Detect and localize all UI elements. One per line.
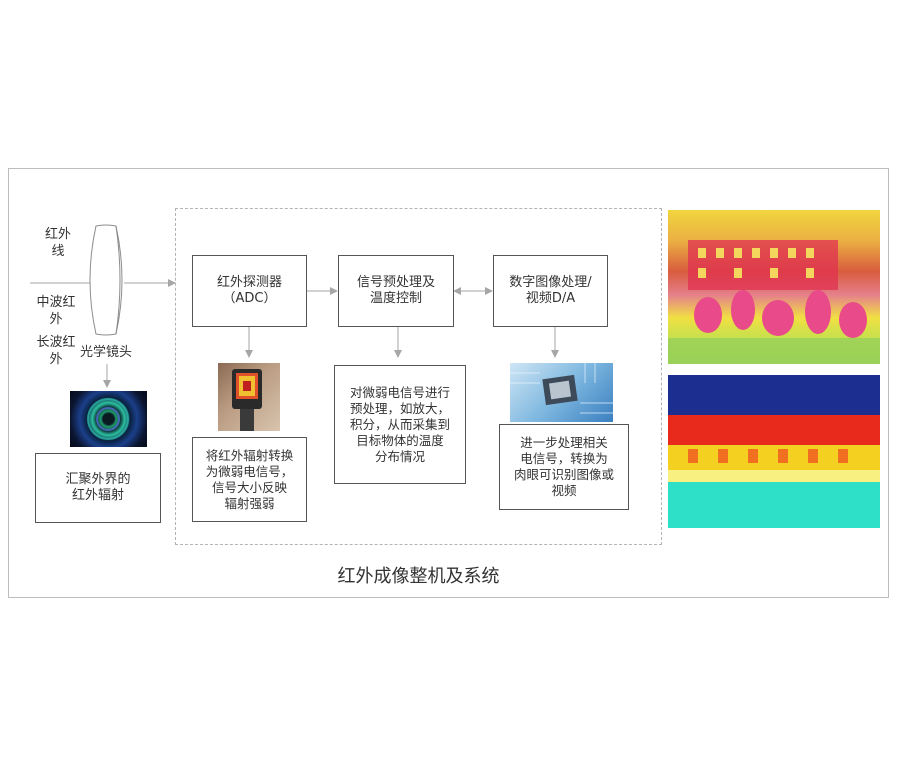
- lens-shape: [89, 224, 123, 336]
- thermal-camera-photo: [218, 363, 280, 431]
- lens-photo: [70, 391, 147, 447]
- diagram-caption: 红外成像整机及系统: [337, 566, 500, 587]
- digital-image-process-box: 数字图像处理/ 视频D/A: [493, 255, 608, 327]
- mid-wave-ir-label: 中波红 外: [36, 295, 76, 327]
- detector-description-box: 将红外辐射转换 为微弱电信号， 信号大小反映 辐射强弱: [192, 437, 307, 522]
- ir-detector-box: 红外探测器 （ADC）: [192, 255, 307, 327]
- chip-photo: [510, 363, 613, 422]
- preprocess-description-box: 对微弱电信号进行 预处理，如放大， 积分，从而采集到 目标物体的温度 分布情况: [334, 365, 466, 484]
- thermal-image-street: [668, 210, 880, 364]
- core-system-dashed-region: [175, 208, 662, 545]
- lens-label: 光学镜头: [80, 345, 133, 360]
- long-wave-ir-label: 长波红 外: [36, 335, 76, 367]
- ir-line-label: 红外 线: [44, 227, 71, 259]
- diagram-frame: [8, 168, 889, 598]
- converge-ir-box: 汇聚外界的 红外辐射: [35, 453, 161, 523]
- digital-description-box: 进一步处理相关 电信号，转换为 肉眼可识别图像或 视频: [499, 424, 629, 510]
- thermal-image-building: [668, 375, 880, 528]
- signal-preprocess-box: 信号预处理及 温度控制: [338, 255, 454, 327]
